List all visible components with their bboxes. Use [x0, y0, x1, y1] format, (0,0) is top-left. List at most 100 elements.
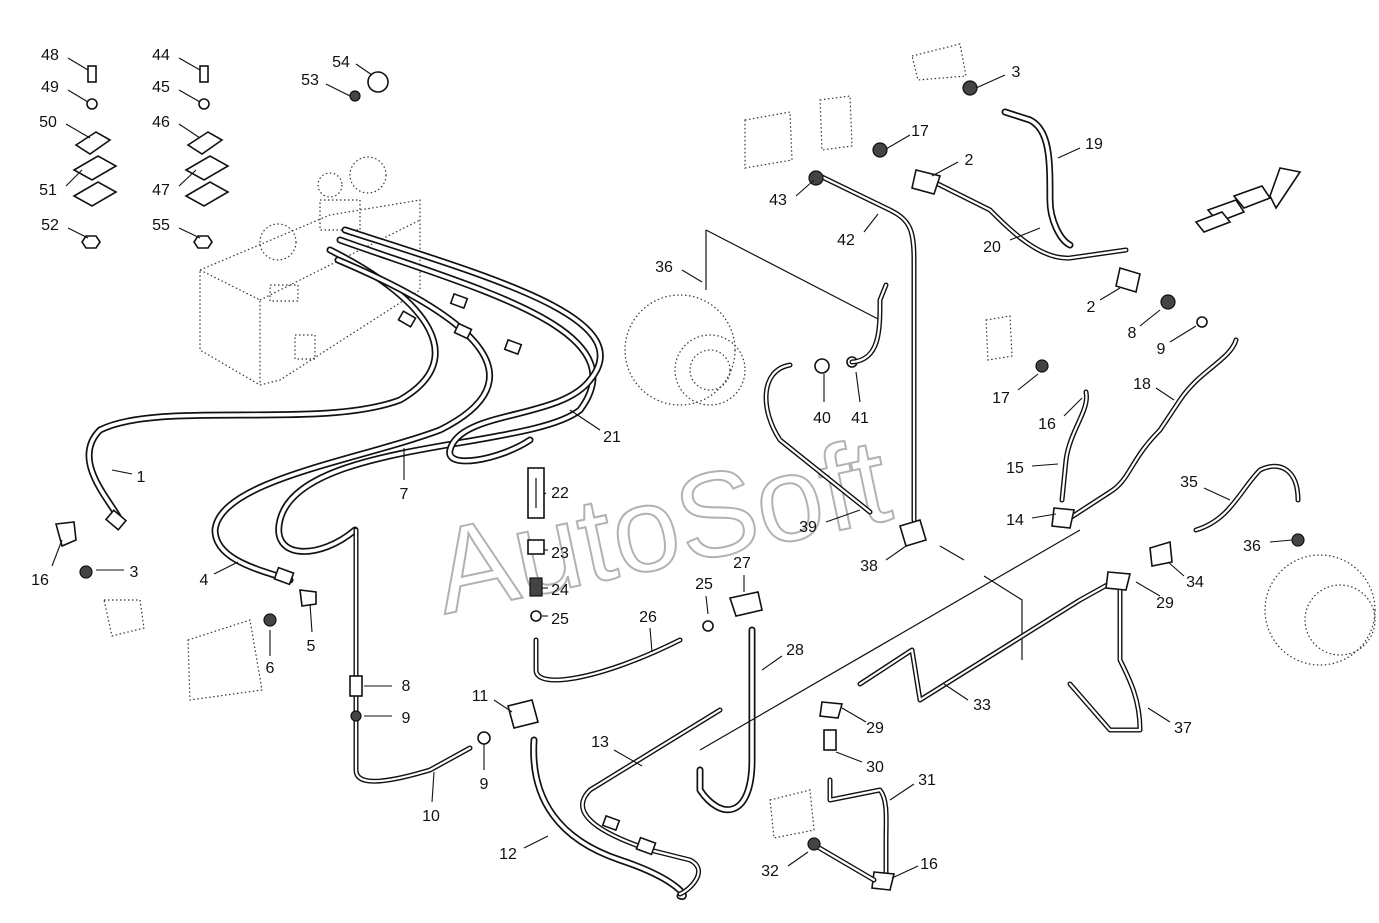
leader-line: [111, 469, 133, 475]
leader-line: [1169, 325, 1197, 343]
pipe-18: [1067, 266, 1239, 521]
part-callout: 40: [813, 410, 831, 427]
part-callout: 47: [152, 182, 170, 199]
part-callout: 7: [400, 486, 409, 503]
nut-set-top: [349, 71, 389, 102]
part-callout: 24: [551, 582, 569, 599]
leader-line: [213, 561, 239, 575]
leader-line: [67, 89, 89, 103]
part-callout: 16: [920, 856, 938, 873]
part-callout: 25: [551, 611, 569, 628]
leader-line: [178, 57, 201, 71]
part-callout: 19: [1085, 136, 1103, 153]
leader-line: [943, 683, 969, 701]
part-callout: 35: [1180, 474, 1198, 491]
leader-line: [1139, 309, 1161, 327]
part-callout: 13: [591, 734, 609, 751]
leader-line: [885, 134, 911, 150]
leader-line: [795, 179, 815, 197]
leader-line: [1167, 561, 1185, 577]
leader-line: [178, 227, 201, 239]
part-callout: 27: [733, 555, 751, 572]
leader-line: [681, 269, 703, 283]
leader-line: [1099, 287, 1121, 301]
leader-line: [65, 169, 83, 187]
part-callout: 26: [639, 609, 657, 626]
leader-line: [355, 63, 373, 76]
part-callout: 6: [266, 660, 275, 677]
leader-line: [1135, 581, 1161, 597]
pipe-13: [580, 707, 723, 897]
part-callout: 51: [39, 182, 57, 199]
leader-line: [863, 213, 879, 233]
leader-line: [1009, 227, 1041, 241]
pipe-20: [819, 95, 1129, 261]
part-callout: 20: [983, 239, 1001, 256]
part-callout: 50: [39, 114, 57, 131]
leader-line: [325, 83, 351, 97]
part-callout: 39: [799, 519, 817, 536]
part-callout: 36: [1243, 538, 1261, 555]
leader-line: [1147, 707, 1171, 723]
leader-line: [1031, 513, 1057, 519]
leader-line: [649, 627, 653, 653]
pipe-39: [763, 356, 927, 547]
part-callout: 55: [152, 217, 170, 234]
leader-line: [178, 89, 201, 103]
part-callout: 33: [973, 697, 991, 714]
part-callout: 4: [200, 572, 209, 589]
filter-line: [527, 467, 763, 683]
leader-line: [67, 57, 89, 71]
motor-center: [624, 229, 881, 406]
clamp-set-left: [72, 65, 118, 249]
part-callout: 28: [786, 642, 804, 659]
leader-line: [178, 123, 201, 139]
part-callout: 36: [655, 259, 673, 276]
part-callout: 5: [307, 638, 316, 655]
leader-line: [931, 161, 959, 177]
leader-line: [178, 169, 197, 187]
leader-line: [841, 707, 867, 723]
part-callout: 25: [695, 576, 713, 593]
part-callout: 48: [41, 47, 59, 64]
leader-line: [975, 74, 1006, 89]
arrow-icon: [1194, 167, 1302, 233]
part-callout: 12: [499, 846, 517, 863]
part-callout: 42: [837, 232, 855, 249]
leader-line: [885, 545, 907, 561]
leader-line: [1057, 147, 1081, 159]
part-callout: 17: [911, 123, 929, 140]
part-callout: 45: [152, 79, 170, 96]
part-callout: 46: [152, 114, 170, 131]
leader-line: [761, 655, 783, 671]
part-callout: 9: [402, 710, 411, 727]
part-callout: 38: [860, 558, 878, 575]
fittings-left: [54, 521, 317, 701]
leader-line: [67, 227, 89, 239]
leader-line: [835, 751, 863, 763]
part-callout: 16: [1038, 416, 1056, 433]
leader-line: [825, 509, 861, 523]
pipe-31: [769, 701, 896, 891]
part-callout: 9: [480, 776, 489, 793]
pipe-33: [857, 463, 1301, 733]
hose-19: [911, 43, 1074, 249]
pipe-10: [349, 527, 539, 784]
valve-block: [199, 156, 421, 386]
leader-line: [705, 595, 709, 615]
part-callout: 44: [152, 47, 170, 64]
part-callout: 8: [402, 678, 411, 695]
leader-line: [1269, 539, 1293, 543]
leader-line: [431, 771, 435, 803]
part-callout: 21: [603, 429, 621, 446]
leader-line: [309, 603, 313, 633]
boundary-line: [699, 529, 1081, 751]
part-callout: 22: [551, 485, 569, 502]
leader-line: [891, 865, 919, 879]
leader-line: [1203, 487, 1231, 501]
part-callout: 49: [41, 79, 59, 96]
leader-line: [65, 123, 91, 139]
pipe-42: [744, 111, 917, 523]
part-callout: 32: [761, 863, 779, 880]
part-callout: 37: [1174, 720, 1192, 737]
